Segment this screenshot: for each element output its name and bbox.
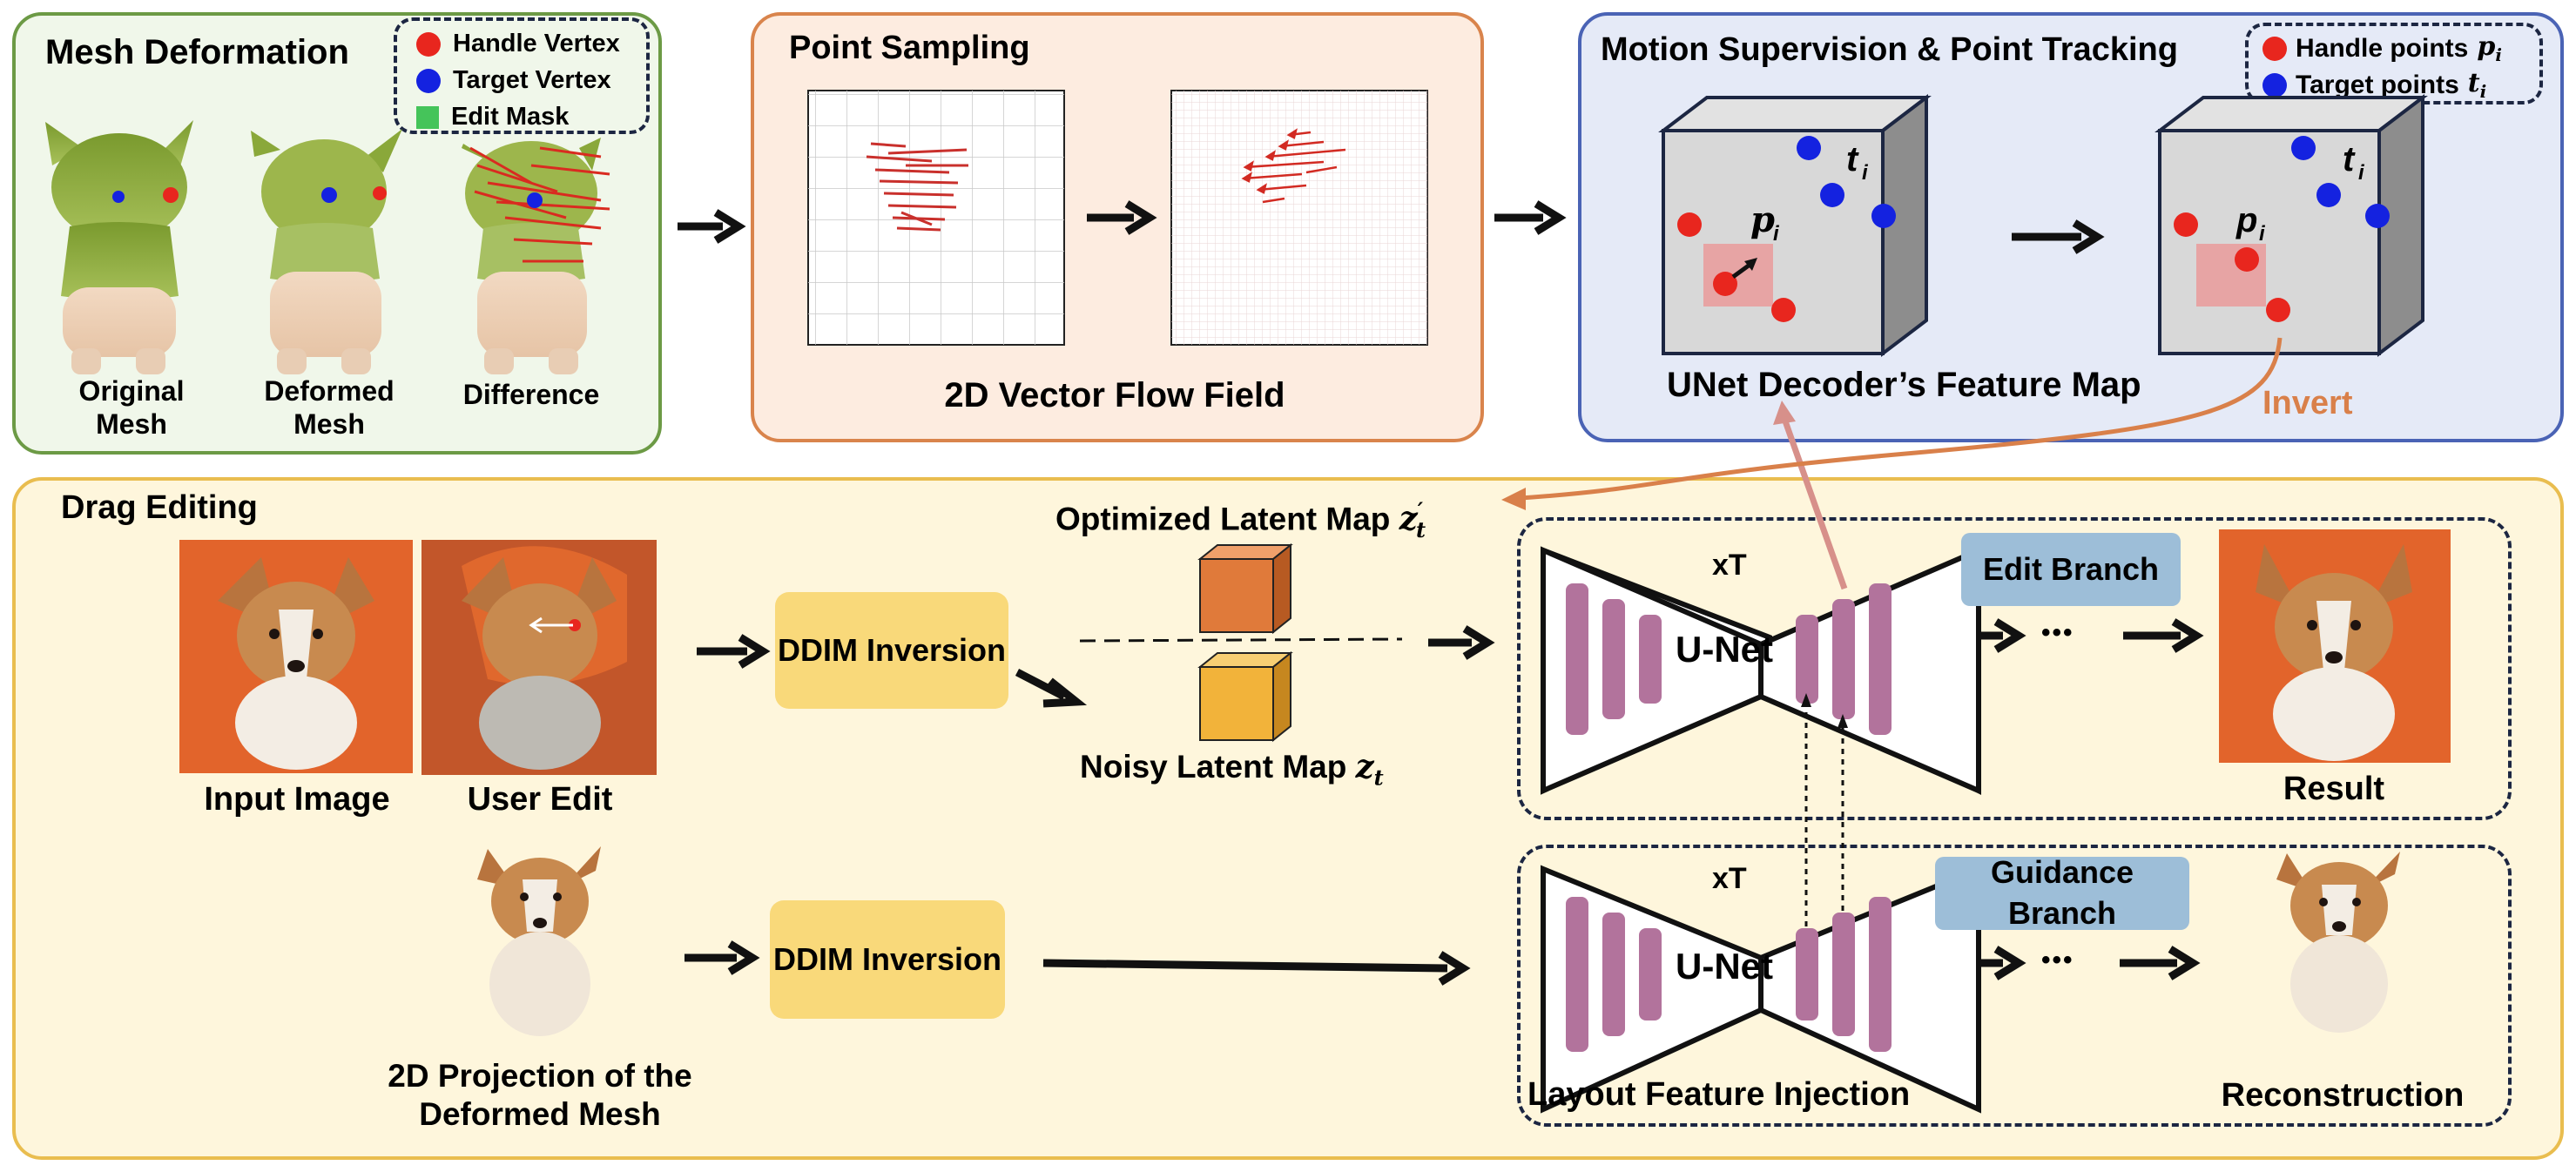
optimized-latent-label: Optimized Latent Map z′t — [1055, 498, 1426, 542]
original-mesh-caption: Original Mesh — [78, 375, 185, 441]
legend-target-vertex: Target Vertex — [416, 66, 611, 95]
svg-text:p: p — [2235, 201, 2257, 239]
flow-field-illustrations — [678, 90, 1428, 346]
guidance-unet-label: U-Net — [1676, 946, 1773, 987]
svg-text:t: t — [2343, 140, 2356, 178]
edit-mask-swatch — [416, 105, 439, 129]
target-points-symbol: ti — [2467, 68, 2487, 102]
feature-injection-lines — [1804, 702, 1844, 926]
feature-map-caption: UNet Decoder’s Feature Map — [1667, 366, 2141, 404]
sampling-arrow — [1087, 200, 1157, 235]
edit-branch-label: Edit Branch — [1982, 550, 2160, 587]
input-image-caption: Input Image — [204, 781, 390, 818]
guidance-branch-container — [1517, 845, 2512, 1127]
target-vertex-swatch — [416, 68, 441, 93]
deformed-mesh-caption: Deformed Mesh — [264, 375, 394, 441]
projection-caption: 2D Projection of the Deformed Mesh — [388, 1058, 692, 1133]
guidance-ellipsis: ••• — [2041, 946, 2074, 974]
feature-map-arrow — [2012, 219, 2105, 254]
noisy-latent-label: Noisy Latent Map zt — [1080, 747, 1384, 791]
point-sampling-title: Point Sampling — [789, 30, 1030, 66]
layout-feature-caption: Layout Feature Injection — [1527, 1076, 1911, 1113]
guidance-unet — [1541, 865, 1981, 1114]
legend-target-points-label: Target points — [2296, 70, 2459, 99]
feature-map-before: p i t i — [1658, 93, 1932, 358]
legend-target-vertex-label: Target Vertex — [453, 66, 611, 94]
vector-flow-plot — [1170, 90, 1428, 346]
projection-image — [477, 846, 601, 1036]
guidance-branch-box: Guidance Branch — [1935, 854, 2189, 931]
flow-field-caption: 2D Vector Flow Field — [944, 376, 1285, 414]
mesh-legend: Handle Vertex Target Vertex Edit Mask — [394, 17, 650, 134]
difference-mesh-image — [462, 138, 610, 374]
mesh-to-sampling-arrow — [678, 209, 746, 244]
edit-unet-label: U-Net — [1676, 629, 1773, 670]
edit-branch-box: Edit Branch — [1961, 533, 2181, 606]
mesh-deformation-title: Mesh Deformation — [45, 33, 349, 71]
svg-text:i: i — [1773, 222, 1780, 246]
latent-divider — [1079, 637, 1403, 643]
invert-arrow — [1501, 337, 2283, 510]
legend-edit-mask-label: Edit Mask — [451, 103, 570, 131]
noisy-latent-cube — [1197, 650, 1293, 743]
legend-target-points: Target points ti — [2262, 68, 2486, 102]
ddim-inversion-box-top: DDIM Inversion — [775, 592, 1008, 709]
reconstruction-caption: Reconstruction — [2221, 1077, 2465, 1114]
svg-text:t: t — [1846, 140, 1859, 178]
legend-handle-points: Handle points pi — [2262, 31, 2502, 65]
edit-unet — [1541, 545, 1981, 795]
handle-vertex-swatch — [416, 31, 441, 57]
motion-supervision-title: Motion Supervision & Point Tracking — [1601, 31, 2178, 68]
handle-points-swatch — [2262, 36, 2287, 61]
sampling-to-motion-arrow — [1494, 200, 1567, 235]
legend-handle-points-label: Handle points — [2296, 33, 2469, 63]
target-points-swatch — [2262, 72, 2287, 98]
decoder-feature-arrow — [1773, 401, 1848, 590]
reconstruction-image — [2276, 852, 2400, 1033]
result-image — [2219, 529, 2451, 763]
svg-text:i: i — [2358, 161, 2365, 185]
guidance-branch-label: Guidance Branch — [1990, 854, 2134, 931]
feature-map-after: p i t i — [2155, 93, 2428, 358]
edit-repeat-label: xT — [1712, 549, 1747, 582]
sampled-points-plot — [807, 90, 1065, 346]
guidance-repeat-label: xT — [1712, 862, 1747, 895]
ddim-inversion-label-bottom: DDIM Inversion — [772, 940, 1002, 977]
legend-handle-vertex: Handle Vertex — [416, 30, 620, 58]
original-mesh-image — [45, 120, 193, 374]
drag-editing-title: Drag Editing — [61, 489, 258, 526]
difference-caption: Difference — [462, 379, 600, 410]
svg-text:p: p — [1750, 199, 1775, 240]
user-edit-caption: User Edit — [467, 781, 613, 818]
mesh-illustrations — [45, 120, 610, 374]
legend-edit-mask: Edit Mask — [416, 103, 569, 131]
edit-branch-container — [1517, 517, 2512, 820]
optimized-latent-cube — [1197, 542, 1293, 635]
invert-label: Invert — [2262, 385, 2353, 421]
edit-ellipsis: ••• — [2041, 618, 2074, 647]
result-caption: Result — [2283, 771, 2385, 807]
handle-points-symbol: pi — [2477, 31, 2502, 65]
svg-text:i: i — [1862, 161, 1869, 185]
deformed-mesh-image — [251, 129, 402, 374]
ddim-inversion-box-bottom: DDIM Inversion — [770, 900, 1005, 1019]
svg-text:i: i — [2259, 222, 2266, 246]
user-edit-image — [421, 540, 657, 775]
legend-handle-vertex-label: Handle Vertex — [453, 30, 620, 57]
ddim-inversion-label-top: DDIM Inversion — [777, 631, 1007, 668]
input-image — [179, 540, 413, 773]
